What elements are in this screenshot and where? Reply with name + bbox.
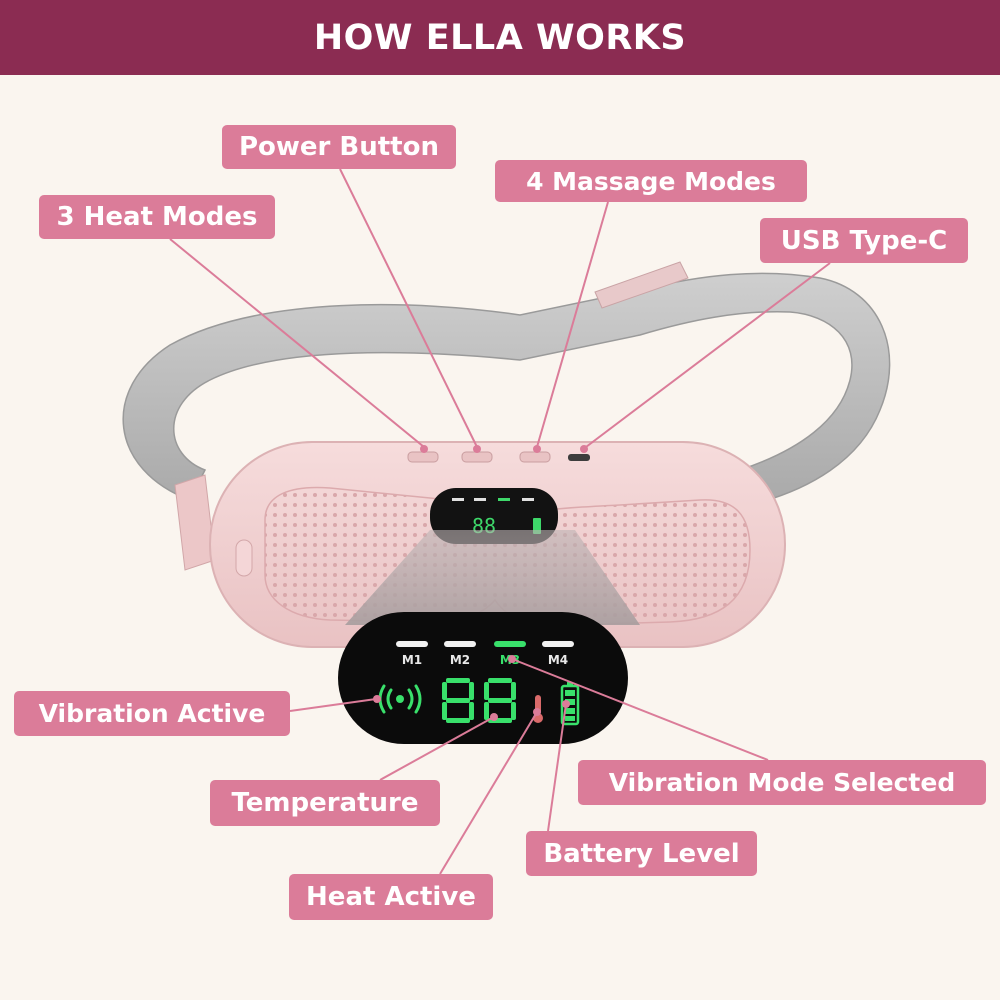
leader-lines [169,168,831,875]
massage-modes-callout: 4 Massage Modes [495,160,807,202]
top-buttons [407,451,590,463]
enlarged-display: M1 M2 M3 M4 [338,612,628,744]
usb-port [568,454,590,461]
power-button[interactable] [461,451,493,463]
mode-label-m2: M2 [450,653,470,667]
heat-modes-callout: 3 Heat Modes [39,195,275,239]
mode-label-m4: M4 [548,653,568,667]
battery-icon [560,682,580,726]
strap [122,261,891,571]
heat-active-callout: Heat Active [289,874,493,920]
vibration-active-callout: Vibration Active [14,691,290,736]
vibration-mode-selected-callout: Vibration Mode Selected [578,760,986,805]
massage-mode-button[interactable] [519,451,551,463]
page-title: HOW ELLA WORKS [313,17,687,58]
battery-level-callout: Battery Level [526,831,757,876]
magnify-beam [345,530,640,625]
temperature-callout: Temperature [210,780,440,826]
mode-indicator-m1 [396,641,428,647]
mode-label-m1: M1 [402,653,422,667]
power-button-callout: Power Button [222,125,456,169]
mode-indicator-m4 [542,641,574,647]
mode-indicator-m3 [494,641,526,647]
heat-mode-button[interactable] [407,451,439,463]
usb-callout: USB Type-C [760,218,968,263]
header-banner: HOW ELLA WORKS [0,0,1000,75]
mode-indicator-m2 [444,641,476,647]
